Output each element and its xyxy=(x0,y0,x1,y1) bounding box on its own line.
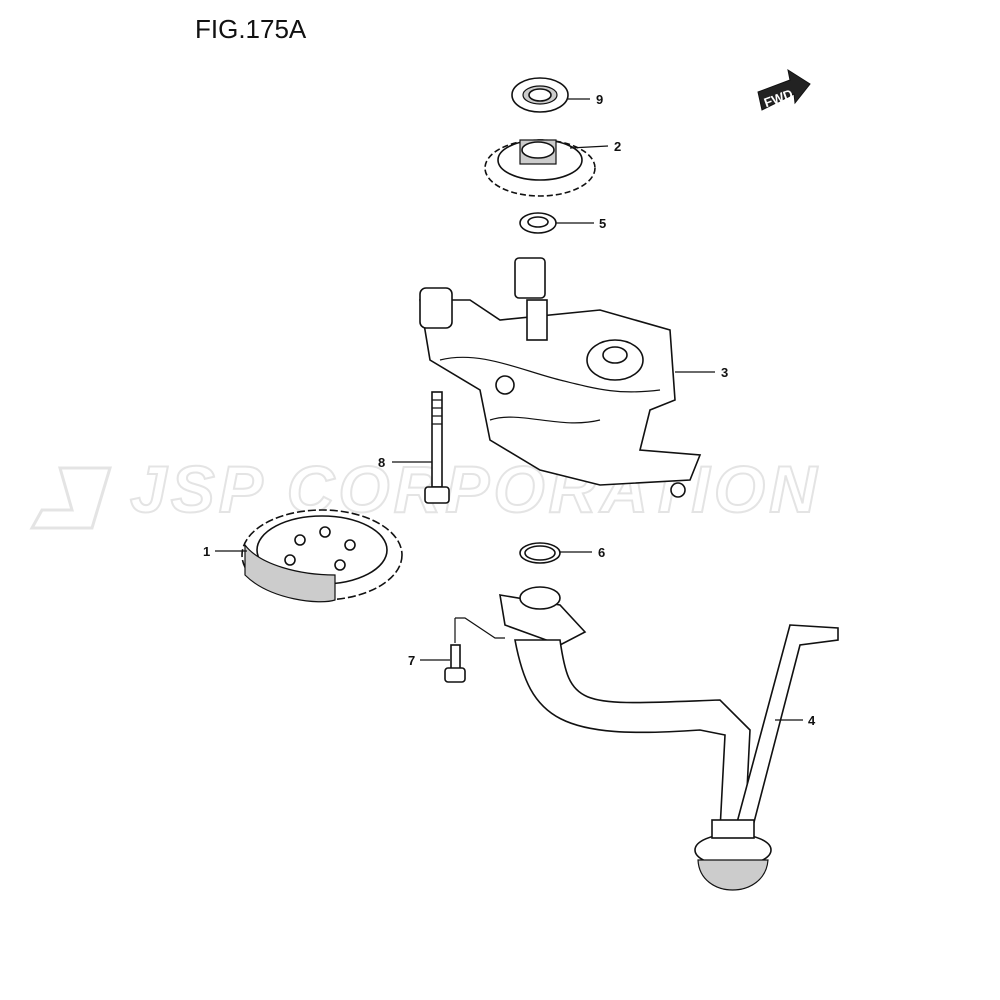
fwd-arrow-icon: FWD xyxy=(757,68,811,111)
part-7-bolt xyxy=(444,617,505,683)
callout-4: 4 xyxy=(808,713,816,728)
callout-5: 5 xyxy=(599,216,606,231)
callout-6: 6 xyxy=(598,545,605,560)
part-3-oil-pump xyxy=(419,257,702,498)
svg-text:JSP CORPORATION: JSP CORPORATION xyxy=(130,452,821,526)
part-9-bearing xyxy=(511,77,569,113)
part-4-oil-strainer xyxy=(499,586,839,891)
callout-9: 9 xyxy=(596,92,603,107)
callout-1: 1 xyxy=(203,544,210,559)
part-8-bolt xyxy=(424,391,450,504)
callout-3: 3 xyxy=(721,365,728,380)
callout-7: 7 xyxy=(408,653,415,668)
watermark: JSP CORPORATION xyxy=(29,451,821,530)
callouts: 9 2 5 3 8 1 6 7 4 xyxy=(203,92,816,728)
callout-8: 8 xyxy=(378,455,385,470)
part-5-washer xyxy=(519,212,557,234)
part-2-drive-gear xyxy=(484,139,596,197)
part-1-driven-gear xyxy=(241,509,403,603)
part-6-o-ring xyxy=(519,542,561,564)
figure-title: FIG.175A xyxy=(195,14,307,44)
callout-2: 2 xyxy=(614,139,621,154)
